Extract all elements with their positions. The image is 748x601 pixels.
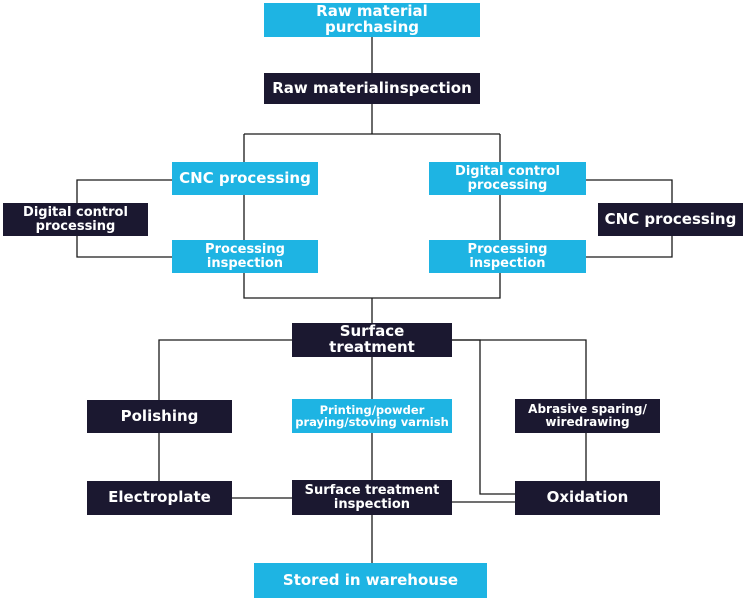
surface-treatment-inspection-node: Surface treatment inspection bbox=[292, 480, 452, 515]
polishing-node: Polishing bbox=[87, 400, 232, 433]
oxidation-node: Oxidation bbox=[515, 481, 660, 515]
digital-control-processing-right-node: Digital control processing bbox=[429, 162, 586, 195]
processing-inspection-left-node: Processing inspection bbox=[172, 240, 318, 273]
digital-control-processing-left-node: Digital control processing bbox=[3, 203, 148, 236]
abrasive-spraying-wiredrawing-node: Abrasive sparing/ wiredrawing bbox=[515, 399, 660, 433]
electroplate-node: Electroplate bbox=[87, 481, 232, 515]
stored-in-warehouse-node: Stored in warehouse bbox=[254, 563, 487, 598]
processing-inspection-right-node: Processing inspection bbox=[429, 240, 586, 273]
cnc-processing-left-node: CNC processing bbox=[172, 162, 318, 195]
raw-material-purchasing-node: Raw material purchasing bbox=[264, 3, 480, 37]
surface-treatment-node: Surface treatment bbox=[292, 323, 452, 357]
cnc-processing-right-node: CNC processing bbox=[598, 203, 743, 236]
raw-material-inspection-node: Raw materialinspection bbox=[264, 73, 480, 104]
printing-powder-spraying-node: Printing/powder praying/stoving varnish bbox=[292, 399, 452, 433]
